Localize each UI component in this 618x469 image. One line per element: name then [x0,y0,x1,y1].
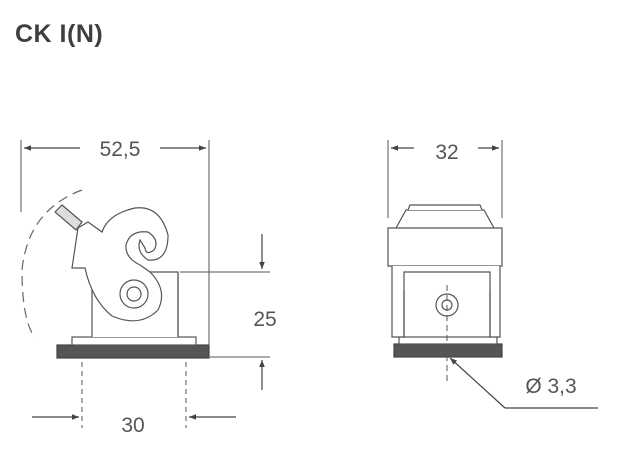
base-plate-left [56,344,210,359]
pivot-inner-left [126,286,142,302]
dimension-height: 25 [253,234,277,390]
dimension-width-left: 52,5 [24,138,206,161]
dimension-hole-diameter: Ø 3,3 [449,357,598,409]
locking-lever [71,207,169,322]
side-view [20,140,270,428]
width-right-label: 32 [435,141,458,164]
hole-diameter-label: Ø 3,3 [525,375,576,398]
dimension-width-right: 32 [391,141,499,164]
front-view [387,140,503,382]
drawing-title: CK I(N) [15,20,104,48]
base-plate-right [393,343,503,358]
height-label: 25 [253,308,276,331]
width-left-label: 52,5 [100,138,141,161]
dimension-base-spacing: 30 [32,414,236,437]
lever-swing-arc [21,189,83,339]
housing-cap [387,209,503,267]
base-spacing-label: 30 [121,414,144,437]
